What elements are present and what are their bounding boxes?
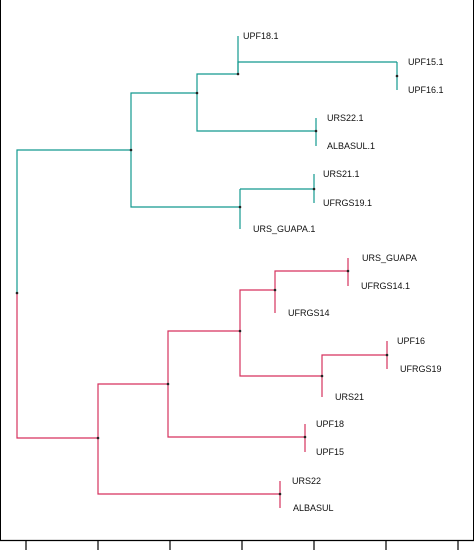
node-dot <box>166 382 170 386</box>
node-dot <box>320 374 324 378</box>
node-dot <box>314 129 318 133</box>
leaf-label-ufrgs14-1: UFRGS14.1 <box>361 281 410 291</box>
node-dot <box>195 91 199 95</box>
node-dot <box>346 269 350 273</box>
node-dot <box>273 288 277 292</box>
leaf-label-urs22-1: URS22.1 <box>327 113 364 123</box>
branch-segment <box>237 61 397 74</box>
leaf-label-upf16: UPF16 <box>397 336 425 346</box>
leaf-label-upf16-1: UPF16.1 <box>408 85 444 95</box>
leaf-label-ufrgs19: UFRGS19 <box>400 364 442 374</box>
leaf-label-upf18-1: UPF18.1 <box>243 31 279 41</box>
leaf-label-ufrgs19-1: UFRGS19.1 <box>323 198 372 208</box>
dendrogram-nodes <box>15 72 399 496</box>
branch-segment <box>239 289 275 331</box>
leaf-label-ufrgs14: UFRGS14 <box>288 308 330 318</box>
branch-segment <box>167 384 305 438</box>
branch-segment <box>97 438 280 495</box>
node-dot <box>303 435 307 439</box>
leaf-labels: UPF18.1 UPF15.1 UPF16.1 URS22.1 ALBASUL.… <box>243 31 444 513</box>
branch-segment <box>16 149 131 293</box>
branch-segment <box>16 293 98 439</box>
node-dot <box>395 74 399 78</box>
branch-segment <box>97 383 168 438</box>
leaf-label-urs21: URS21 <box>335 392 364 402</box>
leaf-label-urs-guapa-1: URS_GUAPA.1 <box>253 224 315 234</box>
branch-segment <box>130 92 197 150</box>
leaf-label-upf15: UPF15 <box>316 447 344 457</box>
leaf-label-albasul: ALBASUL <box>293 503 334 513</box>
node-dot <box>238 329 242 333</box>
node-dot <box>385 353 389 357</box>
leaf-label-urs22: URS22 <box>292 476 321 486</box>
node-dot <box>236 72 240 76</box>
dendrogram-branches <box>16 36 398 508</box>
leaf-label-albasul-1: ALBASUL.1 <box>327 141 375 151</box>
leaf-label-urs21-1: URS21.1 <box>323 169 360 179</box>
node-dot <box>238 205 242 209</box>
branch-segment <box>196 93 316 132</box>
branch-segment <box>130 150 240 208</box>
branch-segment <box>196 73 238 93</box>
leaf-label-urs-guapa: URS_GUAPA <box>362 253 417 263</box>
leaf-label-upf15-1: UPF15.1 <box>408 57 444 67</box>
node-dot <box>96 436 100 440</box>
branch-segment <box>167 330 240 384</box>
node-dot <box>15 291 19 295</box>
leaf-label-upf18: UPF18 <box>316 419 344 429</box>
branch-segment <box>274 270 348 290</box>
node-dot <box>129 148 133 152</box>
node-dot <box>278 492 282 496</box>
branch-segment <box>321 354 387 376</box>
branch-segment <box>239 331 322 377</box>
node-dot <box>312 187 316 191</box>
